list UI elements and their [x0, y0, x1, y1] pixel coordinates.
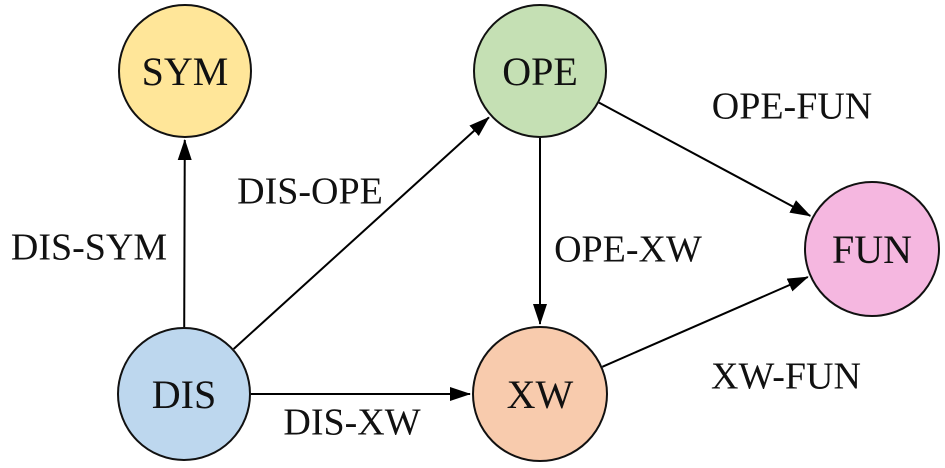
node-circle-sym — [118, 4, 252, 138]
edge-arrow-dis-sym — [177, 138, 192, 328]
node-circle-fun — [804, 181, 940, 317]
node-circle-ope — [473, 4, 607, 138]
edge-label-dis-sym: DIS-SYM — [11, 226, 167, 268]
edges-layer — [177, 101, 812, 401]
node-fun: FUN — [804, 181, 940, 317]
edge-arrow-xw-fun — [601, 276, 809, 368]
node-label-ope: OPE — [502, 49, 578, 94]
node-circle-xw — [472, 326, 608, 462]
node-dis: DIS — [117, 327, 251, 461]
node-label-xw: XW — [507, 372, 574, 417]
edge-labels-layer: DIS-SYM DIS-OPE DIS-XW OPE-XW OPE-FUN XW-FUN — [11, 85, 872, 443]
node-xw: XW — [472, 326, 608, 462]
nodes-layer: SYM OPE FUN DIS XW — [117, 4, 940, 462]
node-sym: SYM — [118, 4, 252, 138]
edge-label-dis-xw: DIS-XW — [283, 401, 420, 443]
edge-arrow-dis-ope — [232, 116, 490, 350]
node-circle-dis — [117, 327, 251, 461]
edge-label-ope-fun: OPE-FUN — [712, 85, 872, 127]
edge-label-dis-ope: DIS-OPE — [237, 170, 383, 212]
edge-label-xw-fun: XW-FUN — [711, 355, 861, 397]
node-label-sym: SYM — [142, 49, 229, 94]
node-ope: OPE — [473, 4, 607, 138]
edge-label-ope-xw: OPE-XW — [554, 228, 702, 270]
node-label-fun: FUN — [832, 227, 912, 272]
node-label-dis: DIS — [152, 372, 216, 417]
edge-arrow-ope-fun — [598, 101, 812, 217]
